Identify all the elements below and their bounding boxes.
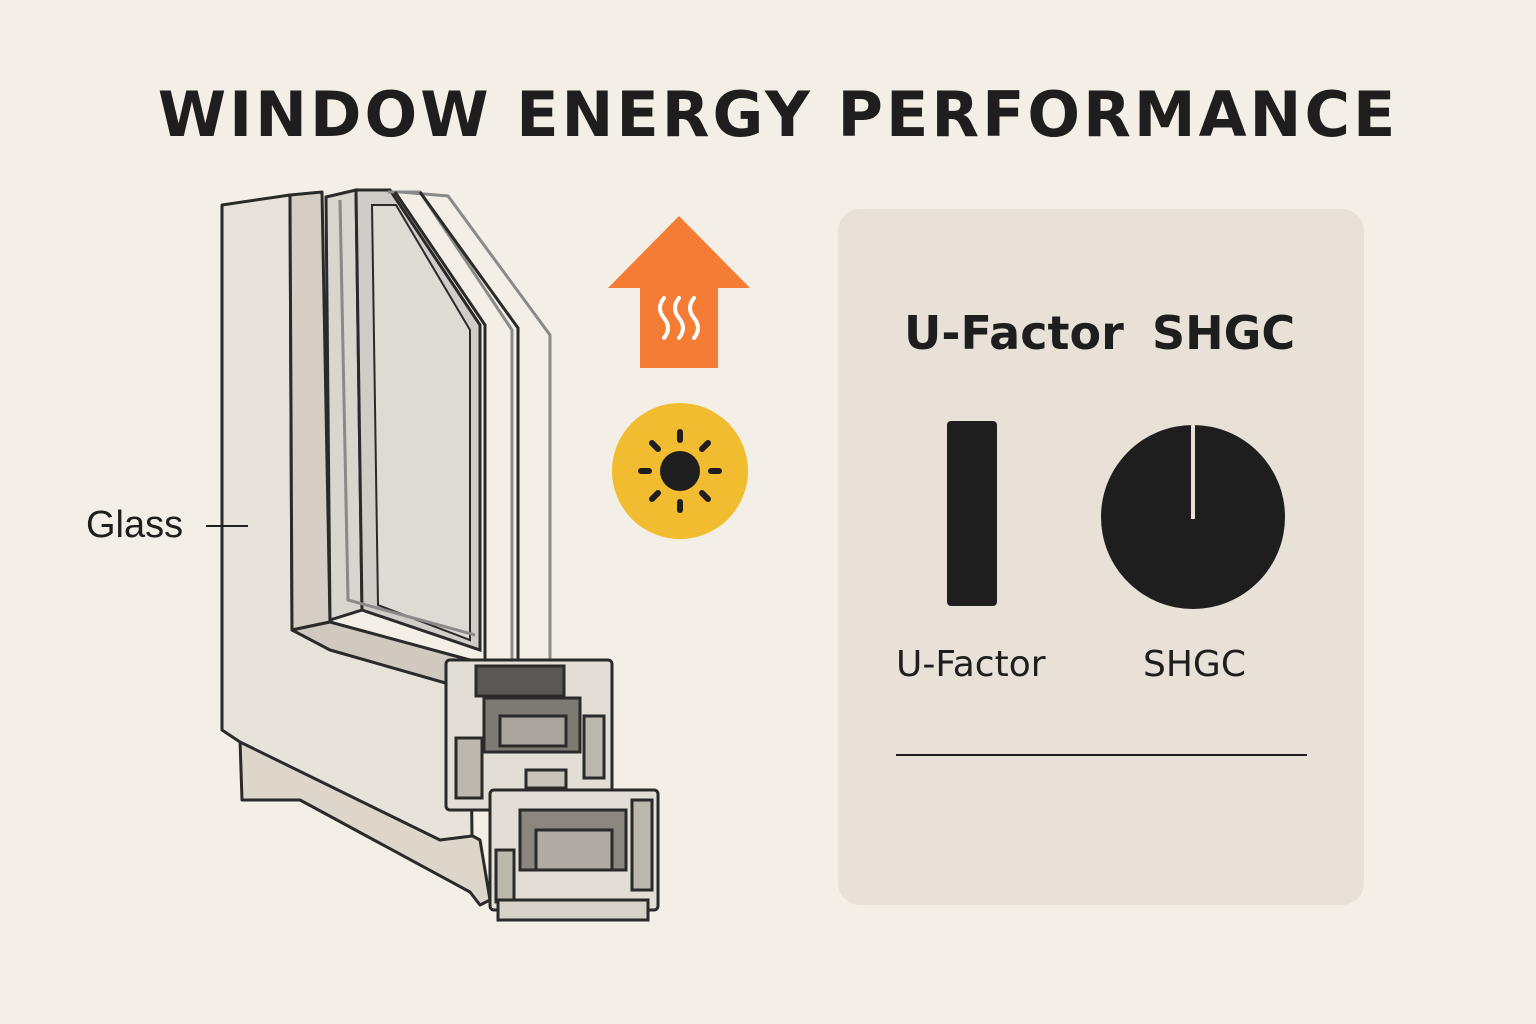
- panel-divider: [896, 754, 1307, 756]
- glass-callout-line: [206, 525, 248, 527]
- heat-arrow-icon: [608, 216, 750, 368]
- metrics-panel: [838, 209, 1364, 905]
- shgc-label: SHGC: [1143, 644, 1246, 685]
- ufactor-label: U-Factor: [896, 644, 1046, 685]
- shgc-pie-icon: [1101, 425, 1285, 609]
- panel-header-shgc: SHGC: [1152, 306, 1296, 360]
- sun-icon: [612, 403, 748, 539]
- window-frame-cross-section-icon: [220, 188, 660, 922]
- ufactor-bar-icon: [947, 421, 997, 606]
- page-title: WINDOW ENERGY PERFORMANCE: [157, 78, 1399, 151]
- glass-callout-label: Glass: [86, 504, 184, 546]
- panel-header-ufactor: U-Factor: [904, 306, 1124, 360]
